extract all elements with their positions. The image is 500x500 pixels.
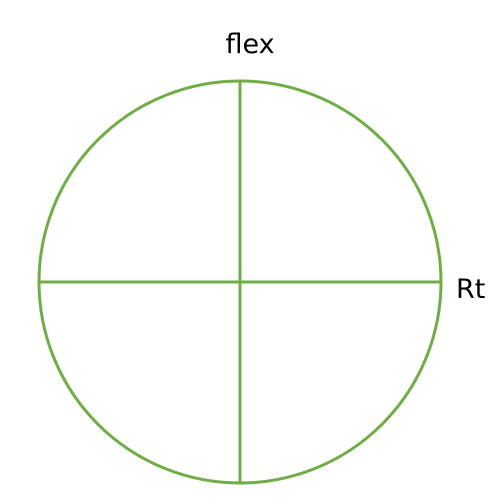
right-axis-label: Rt (456, 274, 485, 305)
top-axis-label: flex (225, 29, 274, 60)
